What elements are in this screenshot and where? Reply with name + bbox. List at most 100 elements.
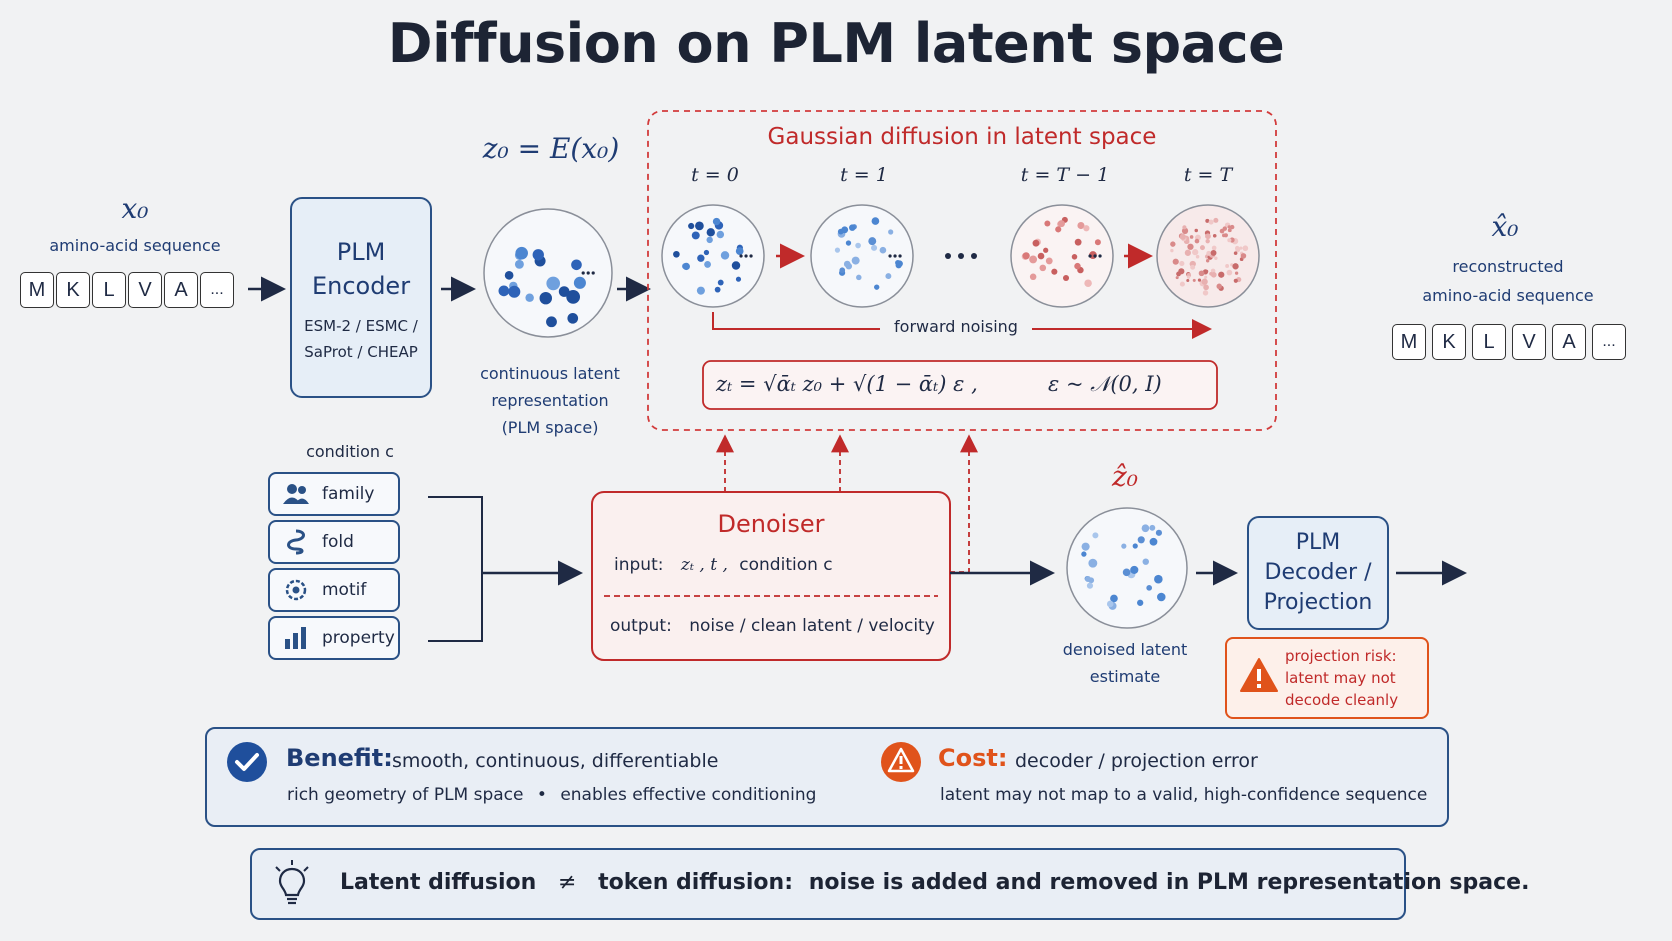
condition-motif: motif: [268, 568, 400, 612]
denoiser-input: input: zₜ , t , condition c: [614, 555, 833, 575]
condition-item-label: property: [322, 628, 395, 648]
latent-point: [1242, 245, 1249, 252]
latent-point: [1192, 249, 1199, 256]
latent-point: [1092, 532, 1099, 539]
cost-summary: decoder / projection error: [1015, 750, 1258, 772]
latent-point: [1121, 543, 1127, 549]
latent-point: [1194, 238, 1200, 244]
latent-point: [1051, 268, 1058, 275]
decoder-line-2: Decoder /: [1264, 560, 1372, 585]
latent-point: [1084, 279, 1092, 287]
latent-point: [525, 293, 534, 302]
latent-point: [1039, 264, 1047, 272]
latent-point: [1211, 245, 1217, 251]
benefit-heading: Benefit:: [286, 744, 393, 772]
fold-icon: [270, 529, 322, 555]
output-label: reconstructed amino-acid sequence: [1410, 252, 1606, 310]
latent-caption: continuous latent representation (PLM sp…: [460, 360, 640, 441]
latent-point: [703, 249, 710, 256]
benefit-detail: rich geometry of PLM space • enables eff…: [287, 785, 817, 805]
latent-point: [1186, 275, 1191, 279]
latent-point: [871, 217, 880, 225]
latent-point: [841, 226, 849, 234]
denoiser-output-label: output:: [610, 616, 672, 636]
condition-item-label: fold: [322, 532, 354, 552]
insight-text: Latent diffusion ≠ token diffusion: nois…: [340, 870, 1529, 895]
condition-item-label: family: [322, 484, 375, 504]
equation-box: [702, 360, 1218, 410]
token: M: [20, 272, 54, 308]
latent-point: [558, 286, 570, 297]
denoiser-input-math: zₜ , t ,: [680, 555, 728, 575]
latent-point: [567, 312, 579, 324]
latent-point: [856, 274, 862, 281]
latent-point: [1205, 269, 1209, 274]
encoder-models-2: SaProt / CHEAP: [304, 343, 418, 361]
token: K: [56, 272, 90, 308]
latent-point: [1214, 256, 1218, 260]
insight-part-2: token diffusion:: [598, 870, 794, 895]
latent-point: [1074, 238, 1082, 246]
benefit-detail-a: rich geometry of PLM space: [287, 785, 524, 805]
forward-noising-line: [712, 312, 880, 330]
latent-point: [1179, 281, 1185, 287]
latent-point: [706, 228, 715, 237]
latent-step-t0: [661, 204, 765, 308]
latent-point: [885, 273, 892, 280]
condition-property: property: [268, 616, 400, 660]
denoiser-title: Denoiser: [717, 510, 825, 538]
input-symbol: x₀: [121, 192, 149, 225]
denoiser-input-label: input:: [614, 555, 664, 575]
latent-point: [1062, 274, 1070, 282]
token: V: [128, 272, 162, 308]
latent-point: [874, 284, 880, 290]
latent-point: [1170, 241, 1176, 247]
benefit-summary: smooth, continuous, differentiable: [392, 750, 719, 772]
cost-detail: latent may not map to a valid, high-conf…: [940, 785, 1428, 805]
latent-point: [515, 246, 528, 260]
latent-point: [1205, 259, 1210, 263]
latent-point: [1227, 225, 1231, 229]
token: A: [164, 272, 198, 308]
motif-icon: [270, 577, 322, 603]
latent-point: [716, 230, 725, 239]
latent-point: [704, 260, 711, 268]
insight-part-1: Latent diffusion: [340, 870, 537, 895]
latent-point: [1043, 247, 1049, 253]
latent-point: [879, 246, 887, 254]
latent-point: [1206, 250, 1212, 256]
check-icon: [227, 742, 267, 782]
latent-caption-1: continuous latent: [480, 364, 620, 383]
token: ...: [200, 272, 234, 308]
latent-point: [1227, 238, 1232, 243]
insight-panel: [250, 848, 1406, 920]
latent-point: [1083, 225, 1090, 232]
denoiser-output: output: noise / clean latent / velocity: [610, 616, 935, 636]
latent-point: [1106, 600, 1114, 608]
latent-point: [539, 291, 552, 305]
insight-part-3: noise is added and removed in PLM repres…: [808, 870, 1530, 895]
latent-point: [896, 260, 903, 267]
latent-point: [696, 286, 705, 295]
latent-point: [1178, 268, 1185, 275]
latent-point: [1195, 254, 1200, 259]
latent-point: [868, 237, 877, 246]
latent-point: [1149, 537, 1158, 546]
step-label: t = T: [1183, 164, 1233, 186]
token: A: [1552, 324, 1586, 360]
latent-point: [845, 240, 852, 246]
token: V: [1512, 324, 1546, 360]
token: M: [1392, 324, 1426, 360]
latent-point: [1186, 278, 1190, 282]
latent-point: [1022, 252, 1030, 260]
latent-point: [1154, 574, 1163, 584]
decoder-line-1: PLM: [1295, 530, 1341, 555]
latent-point: [695, 221, 704, 231]
latent-point: [1179, 233, 1186, 240]
latent-point: [1223, 233, 1228, 238]
latent-point: [1122, 568, 1131, 577]
latent-point: [717, 279, 724, 286]
latent-point: [1137, 599, 1144, 606]
token: L: [1472, 324, 1506, 360]
latent-caption-3: (PLM space): [501, 418, 599, 437]
